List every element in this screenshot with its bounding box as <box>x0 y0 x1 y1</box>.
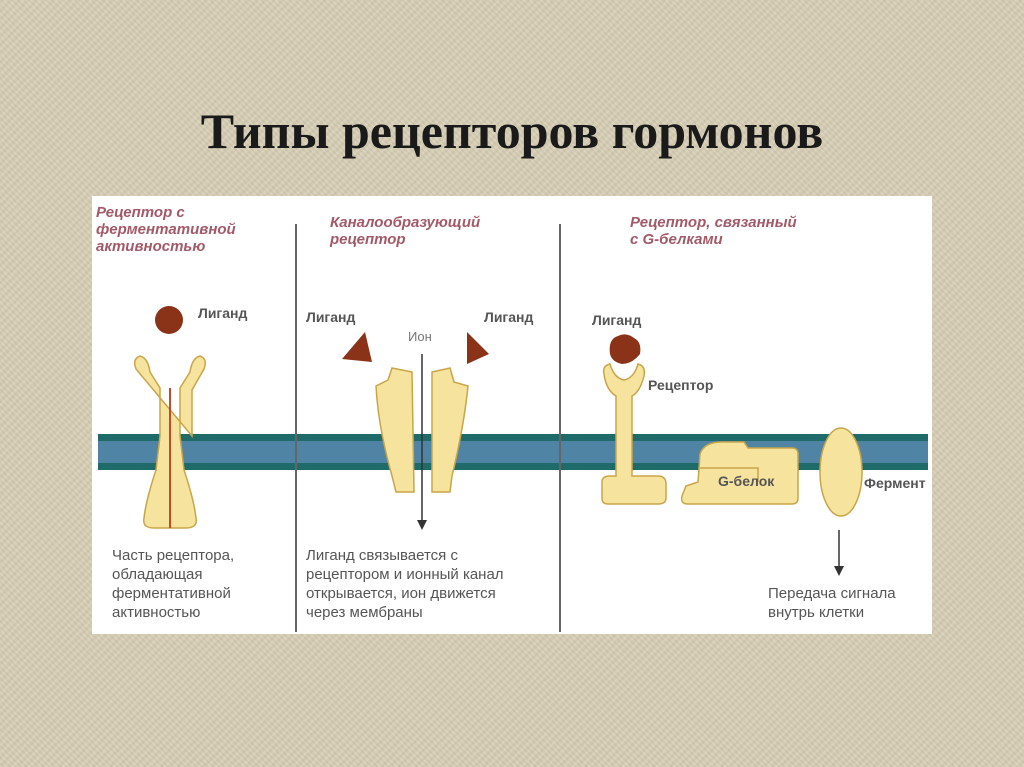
section1-title-line: активностью <box>96 238 206 255</box>
diagram-graphics <box>98 224 928 632</box>
section1-title: Рецептор с ферментативной активностью <box>96 204 236 255</box>
gpcr-ligand <box>609 334 641 364</box>
section1-title-line: Рецептор с <box>96 204 185 221</box>
section1-caption-line: активностью <box>112 604 201 621</box>
section1-ligand-label: Лиганд <box>198 305 248 321</box>
section2-title: Каналообразующий рецептор <box>330 214 480 248</box>
section1-caption-line: Часть рецептора, <box>112 547 235 564</box>
enzyme-oval <box>819 427 863 517</box>
ligand-triangle-right <box>467 332 489 364</box>
section1-title-line: ферментативной <box>96 221 236 238</box>
diagram-panel: Рецептор с ферментативной активностью Ли… <box>92 196 932 634</box>
channel-right-half <box>431 367 469 493</box>
section2-title-line: Каналообразующий <box>330 214 481 231</box>
section3-caption: Передача сигнала внутрь клетки <box>768 584 896 622</box>
section3-receptor-label: Рецептор <box>648 377 714 393</box>
section3-caption-line: внутрь клетки <box>768 604 865 621</box>
slide-title: Типы рецепторов гормонов <box>200 103 824 159</box>
section2-caption-line: через мембраны <box>306 604 423 621</box>
section3-ligand-label: Лиганд <box>592 312 642 328</box>
cell-membrane <box>98 434 928 470</box>
section2-ligand-right-label: Лиганд <box>484 309 534 325</box>
section2-ion-label: Ион <box>408 329 432 344</box>
section2-ligand-left-label: Лиганд <box>306 309 356 325</box>
signal-arrow-head <box>834 566 844 576</box>
section3-caption-line: Передача сигнала <box>768 585 896 602</box>
section1-caption-line: обладающая <box>112 566 203 583</box>
section1-caption: Часть рецептора, обладающая ферментативн… <box>112 546 234 622</box>
ion-arrow-head <box>417 520 427 530</box>
g-protein-subunit-line <box>700 467 759 482</box>
ligand-circle <box>155 306 183 334</box>
g-protein <box>680 441 799 505</box>
section3-title: Рецептор, связанный с G-белками <box>630 214 797 248</box>
section2-caption-line: Лиганд связывается с <box>306 547 458 564</box>
section2-caption: Лиганд связывается с рецептором и ионный… <box>306 546 504 622</box>
channel-left-half <box>375 367 415 493</box>
g-protein-label: G-белок <box>718 473 775 489</box>
section1-caption-line: ферментативной <box>112 585 231 602</box>
section2-caption-line: рецептором и ионный канал <box>306 566 504 583</box>
section3-title-line: с G-белками <box>630 231 723 248</box>
ligand-triangle-left <box>342 332 372 362</box>
section2-title-line: рецептор <box>330 231 406 248</box>
section2-caption-line: открывается, ион движется <box>306 585 496 602</box>
gpcr-receptor <box>601 363 667 505</box>
section3-title-line: Рецептор, связанный <box>630 214 797 231</box>
enzyme-label: Фермент <box>864 475 926 491</box>
